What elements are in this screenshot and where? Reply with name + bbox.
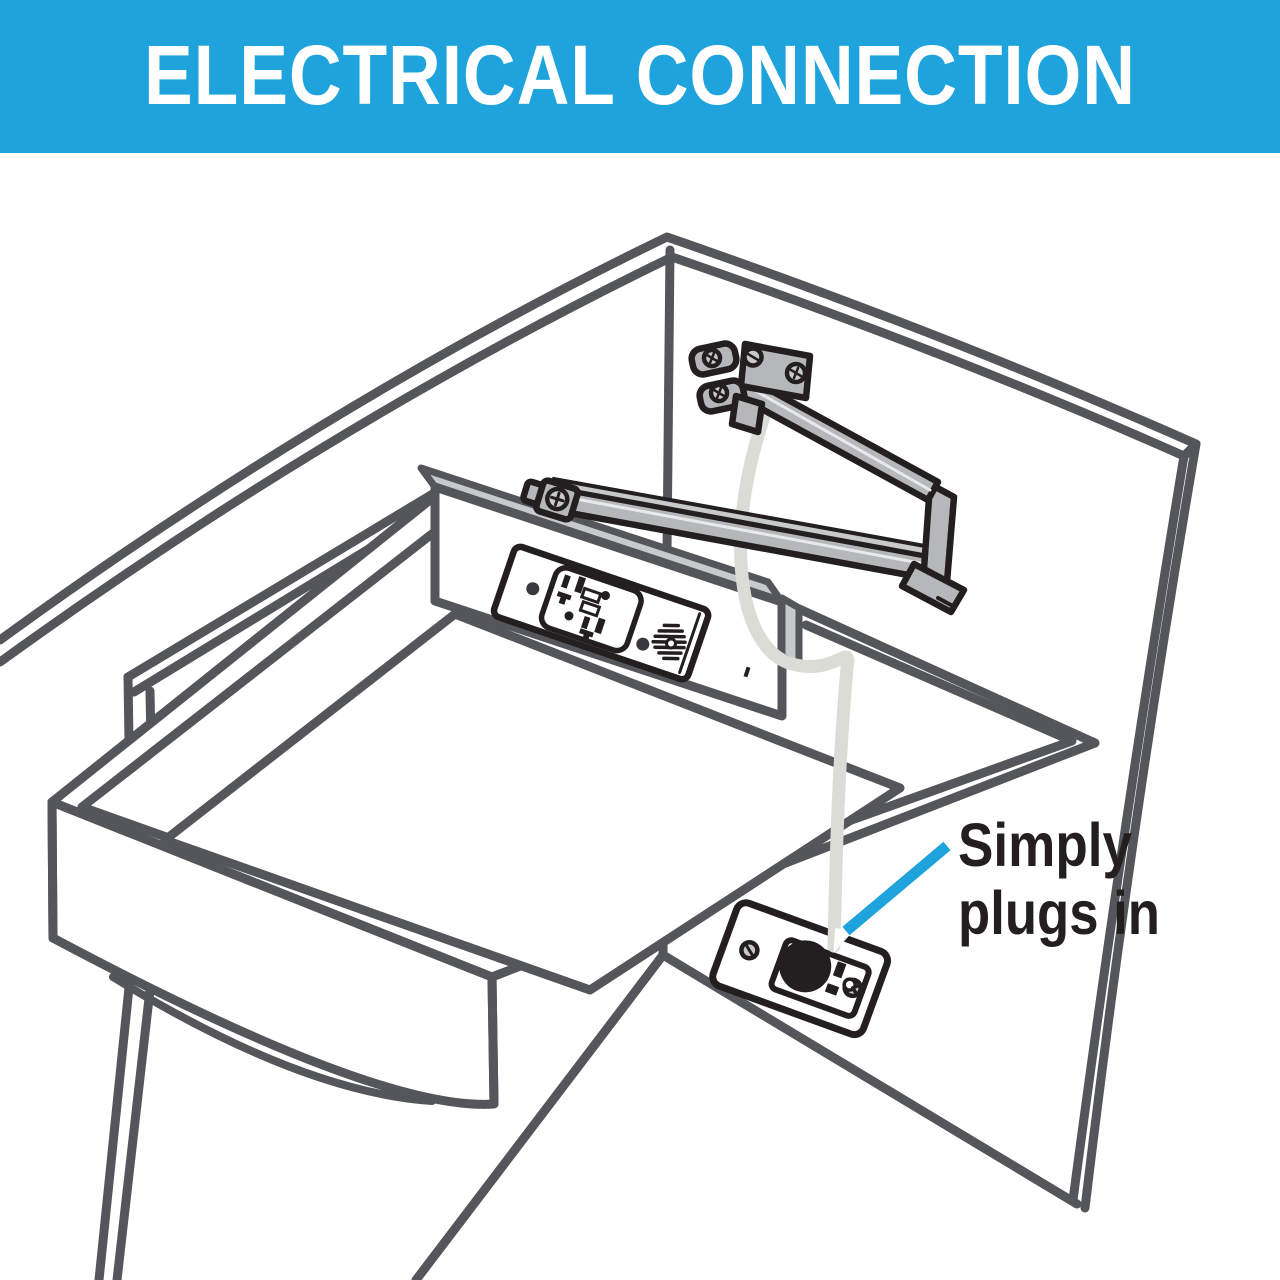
cabinet-bottom-edge-left (411, 950, 668, 1280)
bracket-screw-icon (742, 346, 764, 368)
speaker-vent-icon (651, 623, 687, 661)
module-screw-right-icon (636, 637, 650, 651)
arm-foot (898, 560, 968, 616)
drawer-outlet-rail (417, 464, 803, 721)
cabinet-front-edge-lower-inner (112, 967, 157, 1280)
drawer-outlet-module (490, 543, 712, 683)
page-title: ELECTRICAL CONNECTION (144, 28, 1136, 122)
mounting-bracket (688, 340, 814, 436)
articulating-arm (520, 340, 968, 616)
drawer-front-right-edge (487, 972, 499, 1109)
bracket-screw-icon (784, 361, 808, 385)
title-banner: ELECTRICAL CONNECTION (0, 0, 1280, 153)
module-screw-left-icon (526, 582, 540, 596)
pointer-line (842, 841, 951, 936)
bracket-hook (728, 392, 766, 436)
cabinet-right-edge-cap (1179, 439, 1201, 461)
cabinet-right-edge-inner (1068, 451, 1189, 1205)
drawer-front-face (47, 797, 499, 1109)
bracket-screw-icon (708, 382, 730, 404)
cabinet-bottom-edge-right (658, 950, 1082, 1209)
cabinet-right-edge-outer (1080, 439, 1201, 1213)
cabinet-front-edge-cap-outer (123, 672, 134, 746)
cabinet-top-edge-inner (0, 252, 1189, 667)
annotation-line-2: plugs in (958, 879, 1160, 947)
drawer-floor (160, 609, 905, 995)
wall-outlet-screw-left-icon (739, 939, 760, 961)
drawer-front-left-edge (47, 797, 58, 943)
module-plate-seam (678, 612, 702, 675)
bracket-screw-icon (701, 347, 723, 369)
drawer-front-underline (109, 973, 436, 1105)
power-plug-icon (779, 928, 858, 996)
drawer (47, 483, 1100, 1109)
plug-body (779, 940, 832, 993)
gfci-receptacle-icon (538, 565, 644, 654)
outlet-slot-a (832, 961, 847, 979)
banner-background (0, 0, 1280, 153)
arm-pivot (520, 477, 581, 523)
annotation-line-1: Simply (958, 811, 1132, 879)
cabinet-slide-rail-top (123, 481, 451, 682)
cabinet-front-edge-lower-outer (94, 963, 136, 1280)
annotation-text: Simply plugs in (958, 811, 1160, 947)
cabinet-top-edge-outer (0, 232, 1201, 645)
outlet-slot-b (824, 983, 840, 996)
rail-led-dot (743, 666, 751, 678)
